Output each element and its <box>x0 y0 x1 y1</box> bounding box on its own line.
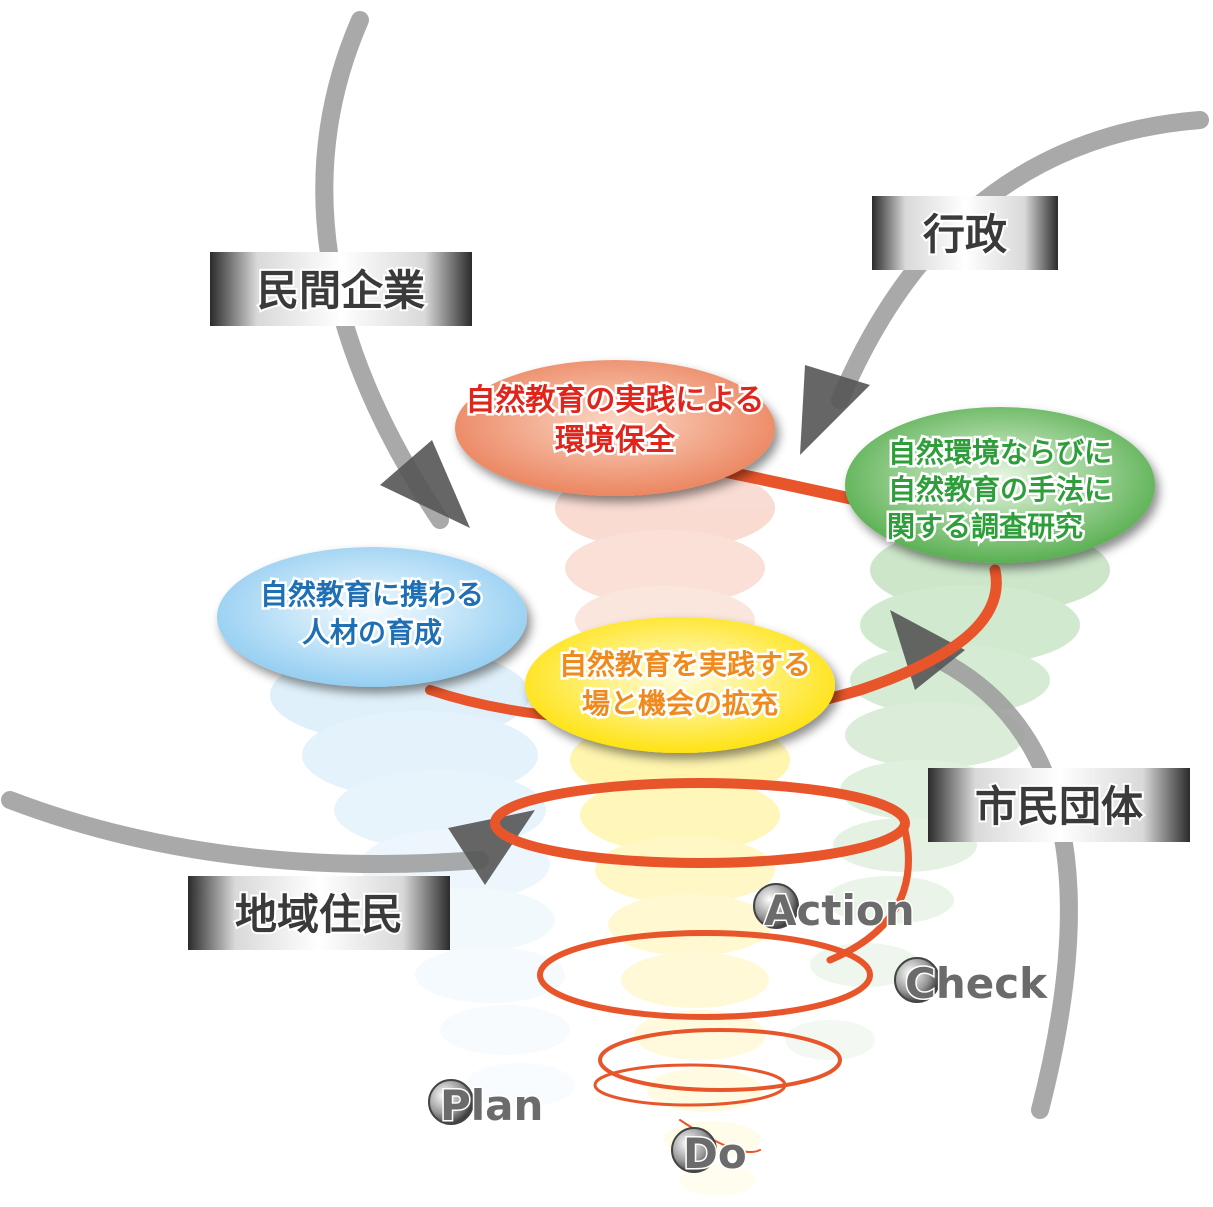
label-administration: 行政 <box>872 196 1058 270</box>
plan-text: Plan <box>440 1081 543 1130</box>
pdca-check: Check <box>894 957 1050 1010</box>
label-private-companies: 民間企業 <box>210 252 472 326</box>
pdca-plan: Plan <box>428 1079 545 1132</box>
label-local-residents: 地域住民 <box>188 876 450 950</box>
goal-places: 自然教育を実践する 場と機会の拡充 <box>525 617 835 753</box>
pdca-action: Action <box>753 883 916 937</box>
goal-conservation: 自然教育の実践による 環境保全 <box>455 360 775 496</box>
administration-text: 行政 <box>923 210 1007 259</box>
label-citizen-groups: 市民団体 <box>928 768 1190 842</box>
action-text: Action <box>764 886 915 935</box>
private-companies-text: 民間企業 <box>257 266 425 315</box>
goal-research: 自然環境ならびに 自然教育の手法に 関する調査研究 <box>845 407 1155 563</box>
arrow-to-conservation <box>380 440 470 528</box>
conservation-line1: 自然教育の実践による <box>465 383 764 418</box>
places-line1: 自然教育を実践する <box>559 648 811 681</box>
green-column <box>785 526 1110 1060</box>
arrow-to-research <box>800 365 870 455</box>
do-text: Do <box>683 1129 747 1178</box>
conservation-line2: 環境保全 <box>555 423 676 458</box>
research-line2: 自然教育の手法に <box>888 473 1112 506</box>
pdca-do: Do <box>671 1127 748 1180</box>
training-line2: 人材の育成 <box>302 616 442 649</box>
goal-training: 自然教育に携わる 人材の育成 <box>217 547 527 687</box>
research-line3: 関する調査研究 <box>887 510 1083 543</box>
arrow-to-training <box>448 810 535 885</box>
local-residents-text: 地域住民 <box>235 890 403 939</box>
research-line1: 自然環境ならびに <box>888 436 1112 469</box>
citizen-groups-text: 市民団体 <box>975 782 1143 831</box>
check-text: Check <box>905 959 1048 1008</box>
places-line2: 場と機会の拡充 <box>582 687 778 720</box>
training-line1: 自然教育に携わる <box>260 578 484 611</box>
